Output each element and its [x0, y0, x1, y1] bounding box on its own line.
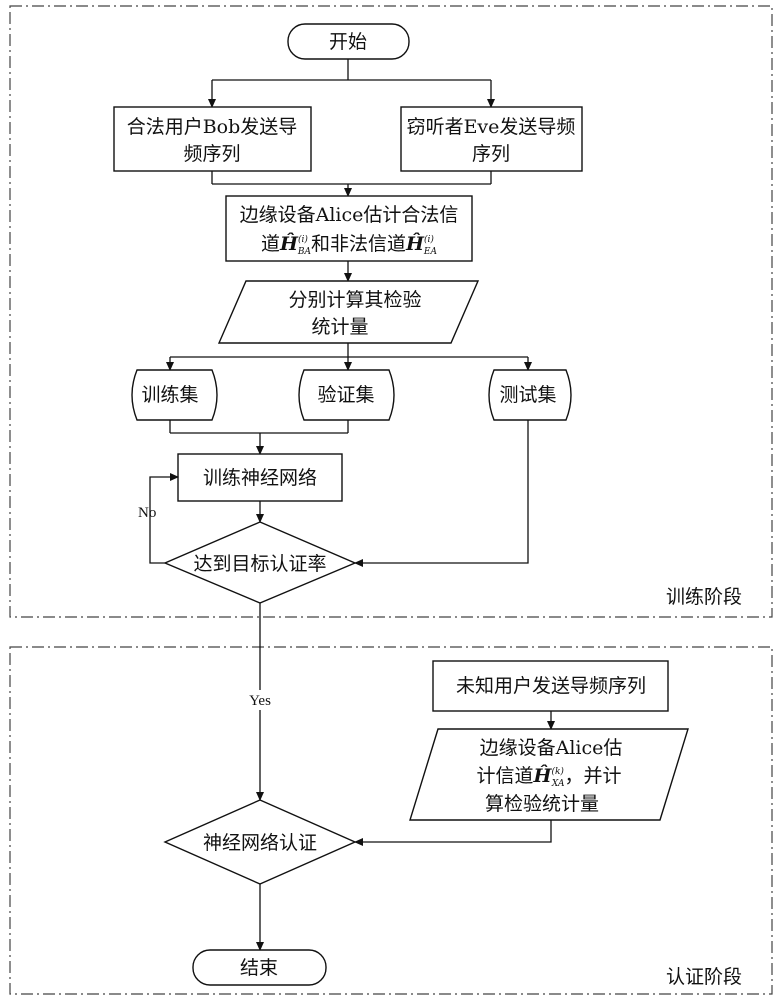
- alice-estimate-unknown-line1: 边缘设备Alice估: [480, 737, 623, 759]
- eve-pilot-line2: 序列: [472, 143, 510, 165]
- start-label: 开始: [329, 31, 367, 53]
- train-set-storage: [131, 369, 218, 421]
- target-rate-label: 达到目标认证率: [193, 553, 326, 575]
- end-label: 结束: [240, 957, 278, 979]
- alice-estimate-line2: 道Ĥ(i)BA和非法信道Ĥ(i)EA: [261, 232, 437, 257]
- test-set-connector: [354, 420, 529, 567]
- alice-estimate-box: [225, 195, 473, 262]
- alice-estimate-unknown-io: [409, 728, 689, 821]
- unknown-pilot-box: [432, 660, 669, 712]
- unknown-pilot-label: 未知用户发送导频序列: [456, 675, 646, 697]
- end-terminal: [192, 949, 327, 986]
- training-phase-boundary: [9, 5, 773, 618]
- alice-estimate-unknown-line3: 算检验统计量: [485, 793, 599, 815]
- no-loop-connector: [149, 473, 179, 564]
- training-phase-label: 训练阶段: [666, 586, 742, 608]
- validation-set-label: 验证集: [317, 384, 374, 406]
- bob-pilot-line1: 合法用户Bob发送导: [127, 116, 298, 138]
- train-nn-box: [177, 453, 343, 502]
- compute-stats-io: [217, 280, 480, 344]
- bob-pilot-line2: 频序列: [183, 143, 240, 165]
- train-set-label: 训练集: [141, 384, 198, 406]
- yes-label: Yes: [249, 693, 271, 709]
- no-label: No: [138, 505, 156, 521]
- bob-pilot-box: [113, 106, 312, 172]
- auth-phase-boundary: [9, 646, 773, 995]
- test-set-storage: [488, 369, 572, 421]
- validation-set-storage: [298, 369, 395, 421]
- compute-stats-line1: 分别计算其检验: [288, 289, 421, 311]
- compute-stats-line2: 统计量: [311, 316, 368, 338]
- nn-auth-label: 神经网络认证: [203, 832, 317, 854]
- test-set-label: 测试集: [499, 384, 556, 406]
- eve-pilot-line1: 窃听者Eve发送导频: [407, 116, 576, 138]
- alice-estimate-line1: 边缘设备Alice估计合法信: [240, 204, 459, 226]
- auth-phase-label: 认证阶段: [666, 966, 742, 988]
- alice-estimate-unknown-line2: 计信道Ĥ(k)XA，并计: [476, 764, 621, 789]
- train-nn-label: 训练神经网络: [203, 467, 317, 489]
- connector: [354, 820, 552, 846]
